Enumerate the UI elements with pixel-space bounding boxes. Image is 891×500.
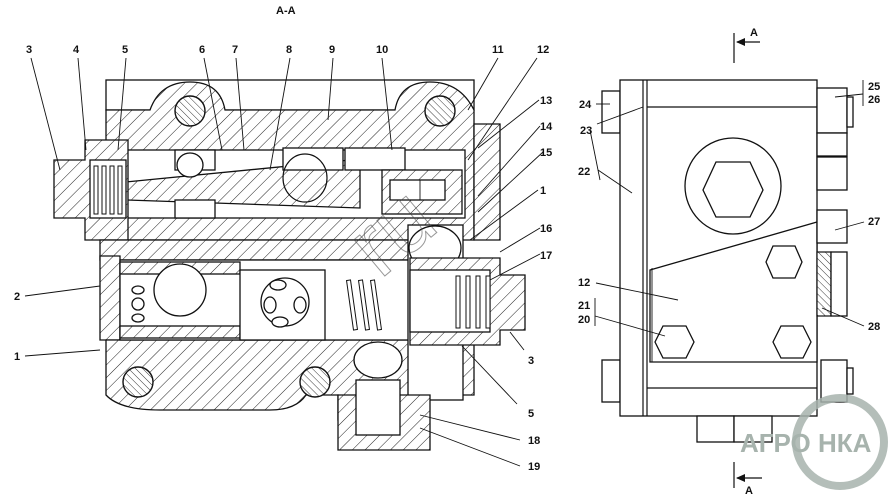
watermark-text: АГРО НКА xyxy=(740,428,872,458)
plunger-bore xyxy=(389,179,446,201)
callout-12: 12 xyxy=(537,44,549,56)
cover-bolt-hex-1 xyxy=(765,245,803,279)
section-leaders xyxy=(24,57,544,467)
callout-10: 10 xyxy=(376,44,388,56)
callout-27: 27 xyxy=(868,216,880,228)
cover-bolt-hex-2 xyxy=(654,325,695,359)
spool-ports xyxy=(131,285,145,323)
hex-socket xyxy=(702,161,764,218)
callout-19: 19 xyxy=(528,461,540,473)
section-marker-bottom-label: A xyxy=(745,485,753,497)
bolt-section-lower-left xyxy=(122,366,154,398)
right-block-2 xyxy=(816,156,848,191)
bottom-plug-bore xyxy=(355,379,401,436)
callout-20: 20 xyxy=(578,314,590,326)
callout-25: 25 xyxy=(868,81,880,93)
callout-1-lower: 1 xyxy=(14,351,20,363)
bolt-section-upper-left xyxy=(174,95,206,127)
spool-ball xyxy=(282,153,328,203)
arrow-head-top xyxy=(736,38,745,46)
callout-14: 14 xyxy=(540,121,553,133)
spool-groove-1 xyxy=(282,147,344,171)
cover-bolt-hex-3 xyxy=(772,325,812,359)
callout-26: 26 xyxy=(868,94,880,106)
callout-5-lower: 5 xyxy=(528,408,534,420)
callout-13: 13 xyxy=(540,95,552,107)
right-block-3 xyxy=(830,251,848,317)
side-callouts: 24 23 22 25 26 27 12 21 20 28 xyxy=(578,81,880,333)
bolt-section-upper-right xyxy=(424,95,456,127)
ball-check xyxy=(176,152,204,178)
spool-groove-2 xyxy=(344,147,406,171)
bottom-boss-2 xyxy=(733,415,773,443)
callout-15: 15 xyxy=(540,147,552,159)
callout-24: 24 xyxy=(579,99,592,111)
section-callouts: 3 4 5 6 7 8 9 10 11 12 13 14 15 1 16 17 … xyxy=(14,44,553,473)
bolt-head-25 xyxy=(816,87,848,134)
right-block-1 xyxy=(816,132,848,157)
callout-8: 8 xyxy=(286,44,292,56)
bolt-tip-26 xyxy=(846,96,854,128)
right-spring xyxy=(455,275,491,329)
callout-18: 18 xyxy=(528,435,540,447)
section-title: A-A xyxy=(276,5,296,17)
section-view xyxy=(53,79,526,451)
section-marker-top-label: A xyxy=(750,27,758,39)
callout-9: 9 xyxy=(329,44,335,56)
callout-16: 16 xyxy=(540,223,552,235)
bolt-section-lower-right xyxy=(299,366,331,398)
arrow-head-bottom xyxy=(736,474,745,482)
bottom-boss-1 xyxy=(696,415,735,443)
rotary-spool xyxy=(239,269,326,341)
spool-port-large xyxy=(153,263,207,317)
agronka-watermark: АГРО НКА xyxy=(740,394,888,490)
callout-12-side: 12 xyxy=(578,277,590,289)
callout-1-upper: 1 xyxy=(540,185,546,197)
left-spring xyxy=(93,165,123,215)
callout-5: 5 xyxy=(122,44,128,56)
callout-6: 6 xyxy=(199,44,205,56)
bolt-head-lower-left xyxy=(601,359,621,403)
central-ball-lower xyxy=(353,341,403,379)
left-plug xyxy=(99,255,121,341)
callout-22: 22 xyxy=(578,166,590,178)
plug-27 xyxy=(816,209,848,244)
middle-spring xyxy=(345,279,383,331)
lower-spool-sleeve-bottom xyxy=(119,325,241,339)
callout-21: 21 xyxy=(578,300,590,312)
callout-4: 4 xyxy=(73,44,80,56)
callout-7: 7 xyxy=(232,44,238,56)
side-leaders xyxy=(589,80,865,337)
bolt-head-24 xyxy=(601,90,621,134)
callout-23: 23 xyxy=(580,125,592,137)
callout-17: 17 xyxy=(540,250,552,262)
bolt-tip-lower-right xyxy=(846,367,854,395)
seal-28 xyxy=(816,251,832,317)
callout-28: 28 xyxy=(868,321,880,333)
side-view: A A xyxy=(601,27,854,497)
callout-3: 3 xyxy=(26,44,32,56)
right-cover-upper xyxy=(473,123,501,241)
callout-11: 11 xyxy=(492,44,504,56)
spool-land-2 xyxy=(174,199,216,219)
callout-2: 2 xyxy=(14,291,20,303)
callout-3-lower: 3 xyxy=(528,355,534,367)
